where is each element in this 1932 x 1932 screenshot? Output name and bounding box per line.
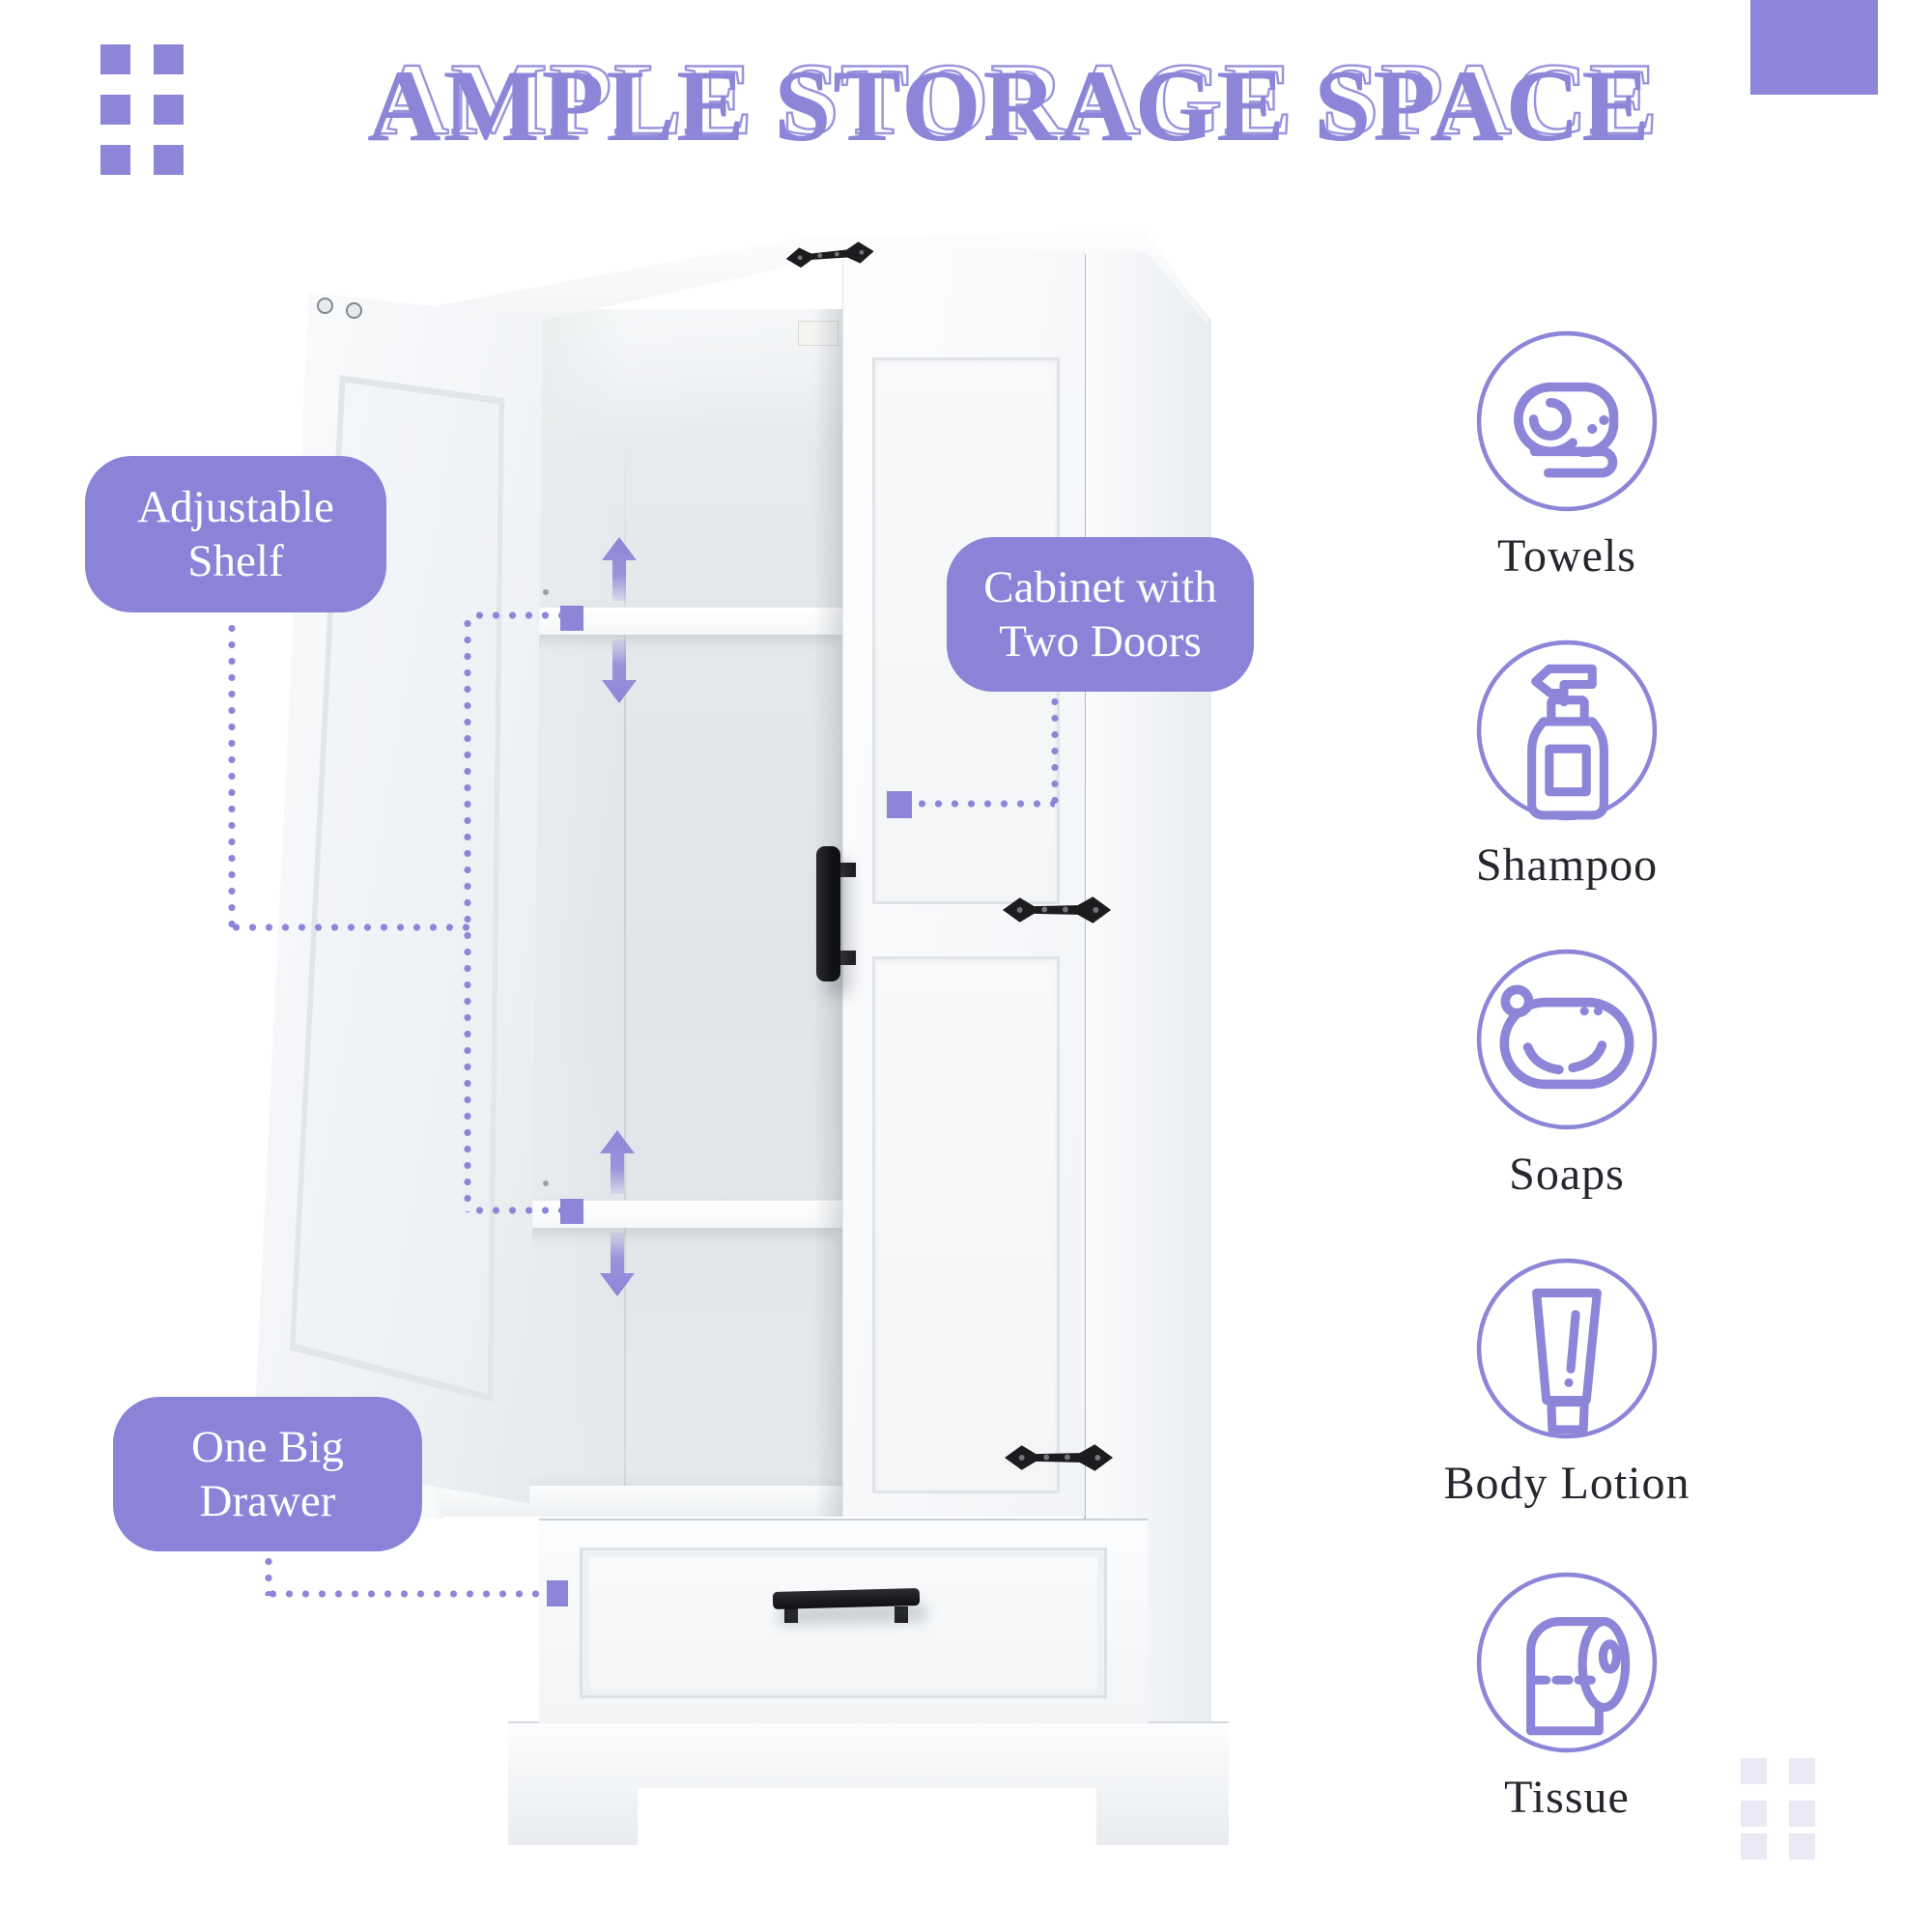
- decor-square: [154, 44, 184, 74]
- page-title-text: AMPLE STORAGE SPACE: [367, 49, 1652, 162]
- page-title-outline: AMPLE STORAGE SPACE: [374, 42, 1660, 156]
- towel-roll-icon: [1476, 330, 1658, 512]
- connector-dotted-line: [471, 1207, 560, 1214]
- callout-cabinet-two-doors: Cabinet with Two Doors: [947, 537, 1254, 692]
- cabinet-right-side-panel: [1084, 243, 1211, 1721]
- arrow-down-icon: [600, 1233, 635, 1296]
- feature-item-body-lotion: Body Lotion: [1388, 1256, 1746, 1510]
- decor-square-light: [1741, 1758, 1767, 1784]
- feature-item-towels: Towels: [1388, 328, 1746, 582]
- arrow-up-icon: [600, 1130, 635, 1194]
- anchor-square: [547, 1580, 568, 1606]
- decor-square: [100, 95, 130, 125]
- feature-label: Soaps: [1509, 1149, 1625, 1200]
- decor-square: [100, 145, 130, 175]
- decor-square: [100, 44, 130, 74]
- strap-hinge-icon: [1004, 1444, 1114, 1471]
- feature-item-tissue: Tissue: [1388, 1570, 1746, 1824]
- callout-one-big-drawer: One Big Drawer: [113, 1397, 422, 1551]
- feature-label: Shampoo: [1475, 839, 1659, 891]
- callout-text: Shelf: [187, 536, 284, 586]
- callout-text: One Big: [191, 1421, 344, 1472]
- cabinet-base: [508, 1721, 1229, 1845]
- arrow-up-icon: [602, 537, 637, 601]
- door-handle: [816, 846, 840, 981]
- strap-hinge-icon: [1002, 896, 1112, 923]
- callout-text: Two Doors: [999, 616, 1202, 667]
- interior-label-sticker: [798, 321, 838, 346]
- drawer-panel-groove: [580, 1548, 1107, 1698]
- door-hinge-hardware-icon: [346, 302, 362, 319]
- connector-dotted-line: [265, 1590, 547, 1598]
- decor-block-top-right: [1750, 0, 1878, 95]
- feature-item-shampoo: Shampoo: [1388, 638, 1746, 892]
- decor-square-light: [1741, 1801, 1767, 1827]
- connector-dotted-line: [1051, 694, 1059, 804]
- decor-square: [154, 145, 184, 175]
- decor-square-light: [1789, 1833, 1815, 1860]
- decor-square-light: [1789, 1801, 1815, 1827]
- door-handle-stem: [837, 863, 856, 877]
- callout-text: Cabinet with: [983, 561, 1217, 612]
- connector-dotted-line: [471, 611, 560, 619]
- connector-dotted-line: [228, 923, 471, 931]
- door-hinge-hardware-icon: [317, 298, 333, 314]
- connector-dotted-line: [464, 615, 471, 1212]
- decor-square: [154, 95, 184, 125]
- callout-text: Drawer: [199, 1476, 336, 1526]
- shelf-pin: [543, 589, 549, 595]
- shelf-pin: [543, 1180, 549, 1186]
- callout-text: Adjustable: [137, 481, 334, 532]
- toilet-paper-roll-icon: [1476, 1572, 1658, 1753]
- arrow-down-icon: [602, 639, 637, 703]
- connector-dotted-line: [914, 800, 1055, 808]
- decor-square-light: [1789, 1758, 1815, 1784]
- decor-square-light: [1741, 1833, 1767, 1860]
- right-door-lower-panel: [872, 956, 1060, 1493]
- callout-adjustable-shelf: Adjustable Shelf: [85, 456, 386, 612]
- anchor-square: [560, 1199, 583, 1224]
- shampoo-pump-bottle-icon: [1476, 639, 1658, 821]
- anchor-square: [560, 606, 583, 631]
- strap-hinge-icon: [785, 242, 874, 269]
- drawer-panel: [589, 1557, 1097, 1689]
- page-title: AMPLE STORAGE SPACE AMPLE STORAGE SPACE: [87, 42, 1932, 163]
- big-drawer: [539, 1519, 1148, 1723]
- lotion-tube-icon: [1476, 1258, 1658, 1439]
- connector-dotted-line: [265, 1553, 272, 1596]
- connector-dotted-line: [228, 620, 236, 931]
- soap-bar-icon: [1476, 949, 1658, 1130]
- drawer-handle-post: [895, 1606, 908, 1623]
- drawer-handle-post: [784, 1606, 798, 1623]
- feature-label: Tissue: [1504, 1772, 1630, 1823]
- anchor-square: [887, 791, 912, 818]
- feature-label: Towels: [1497, 530, 1636, 582]
- right-door-closed: [842, 249, 1085, 1517]
- door-handle-stem: [837, 951, 856, 965]
- feature-label: Body Lotion: [1443, 1458, 1690, 1509]
- feature-item-soaps: Soaps: [1388, 947, 1746, 1201]
